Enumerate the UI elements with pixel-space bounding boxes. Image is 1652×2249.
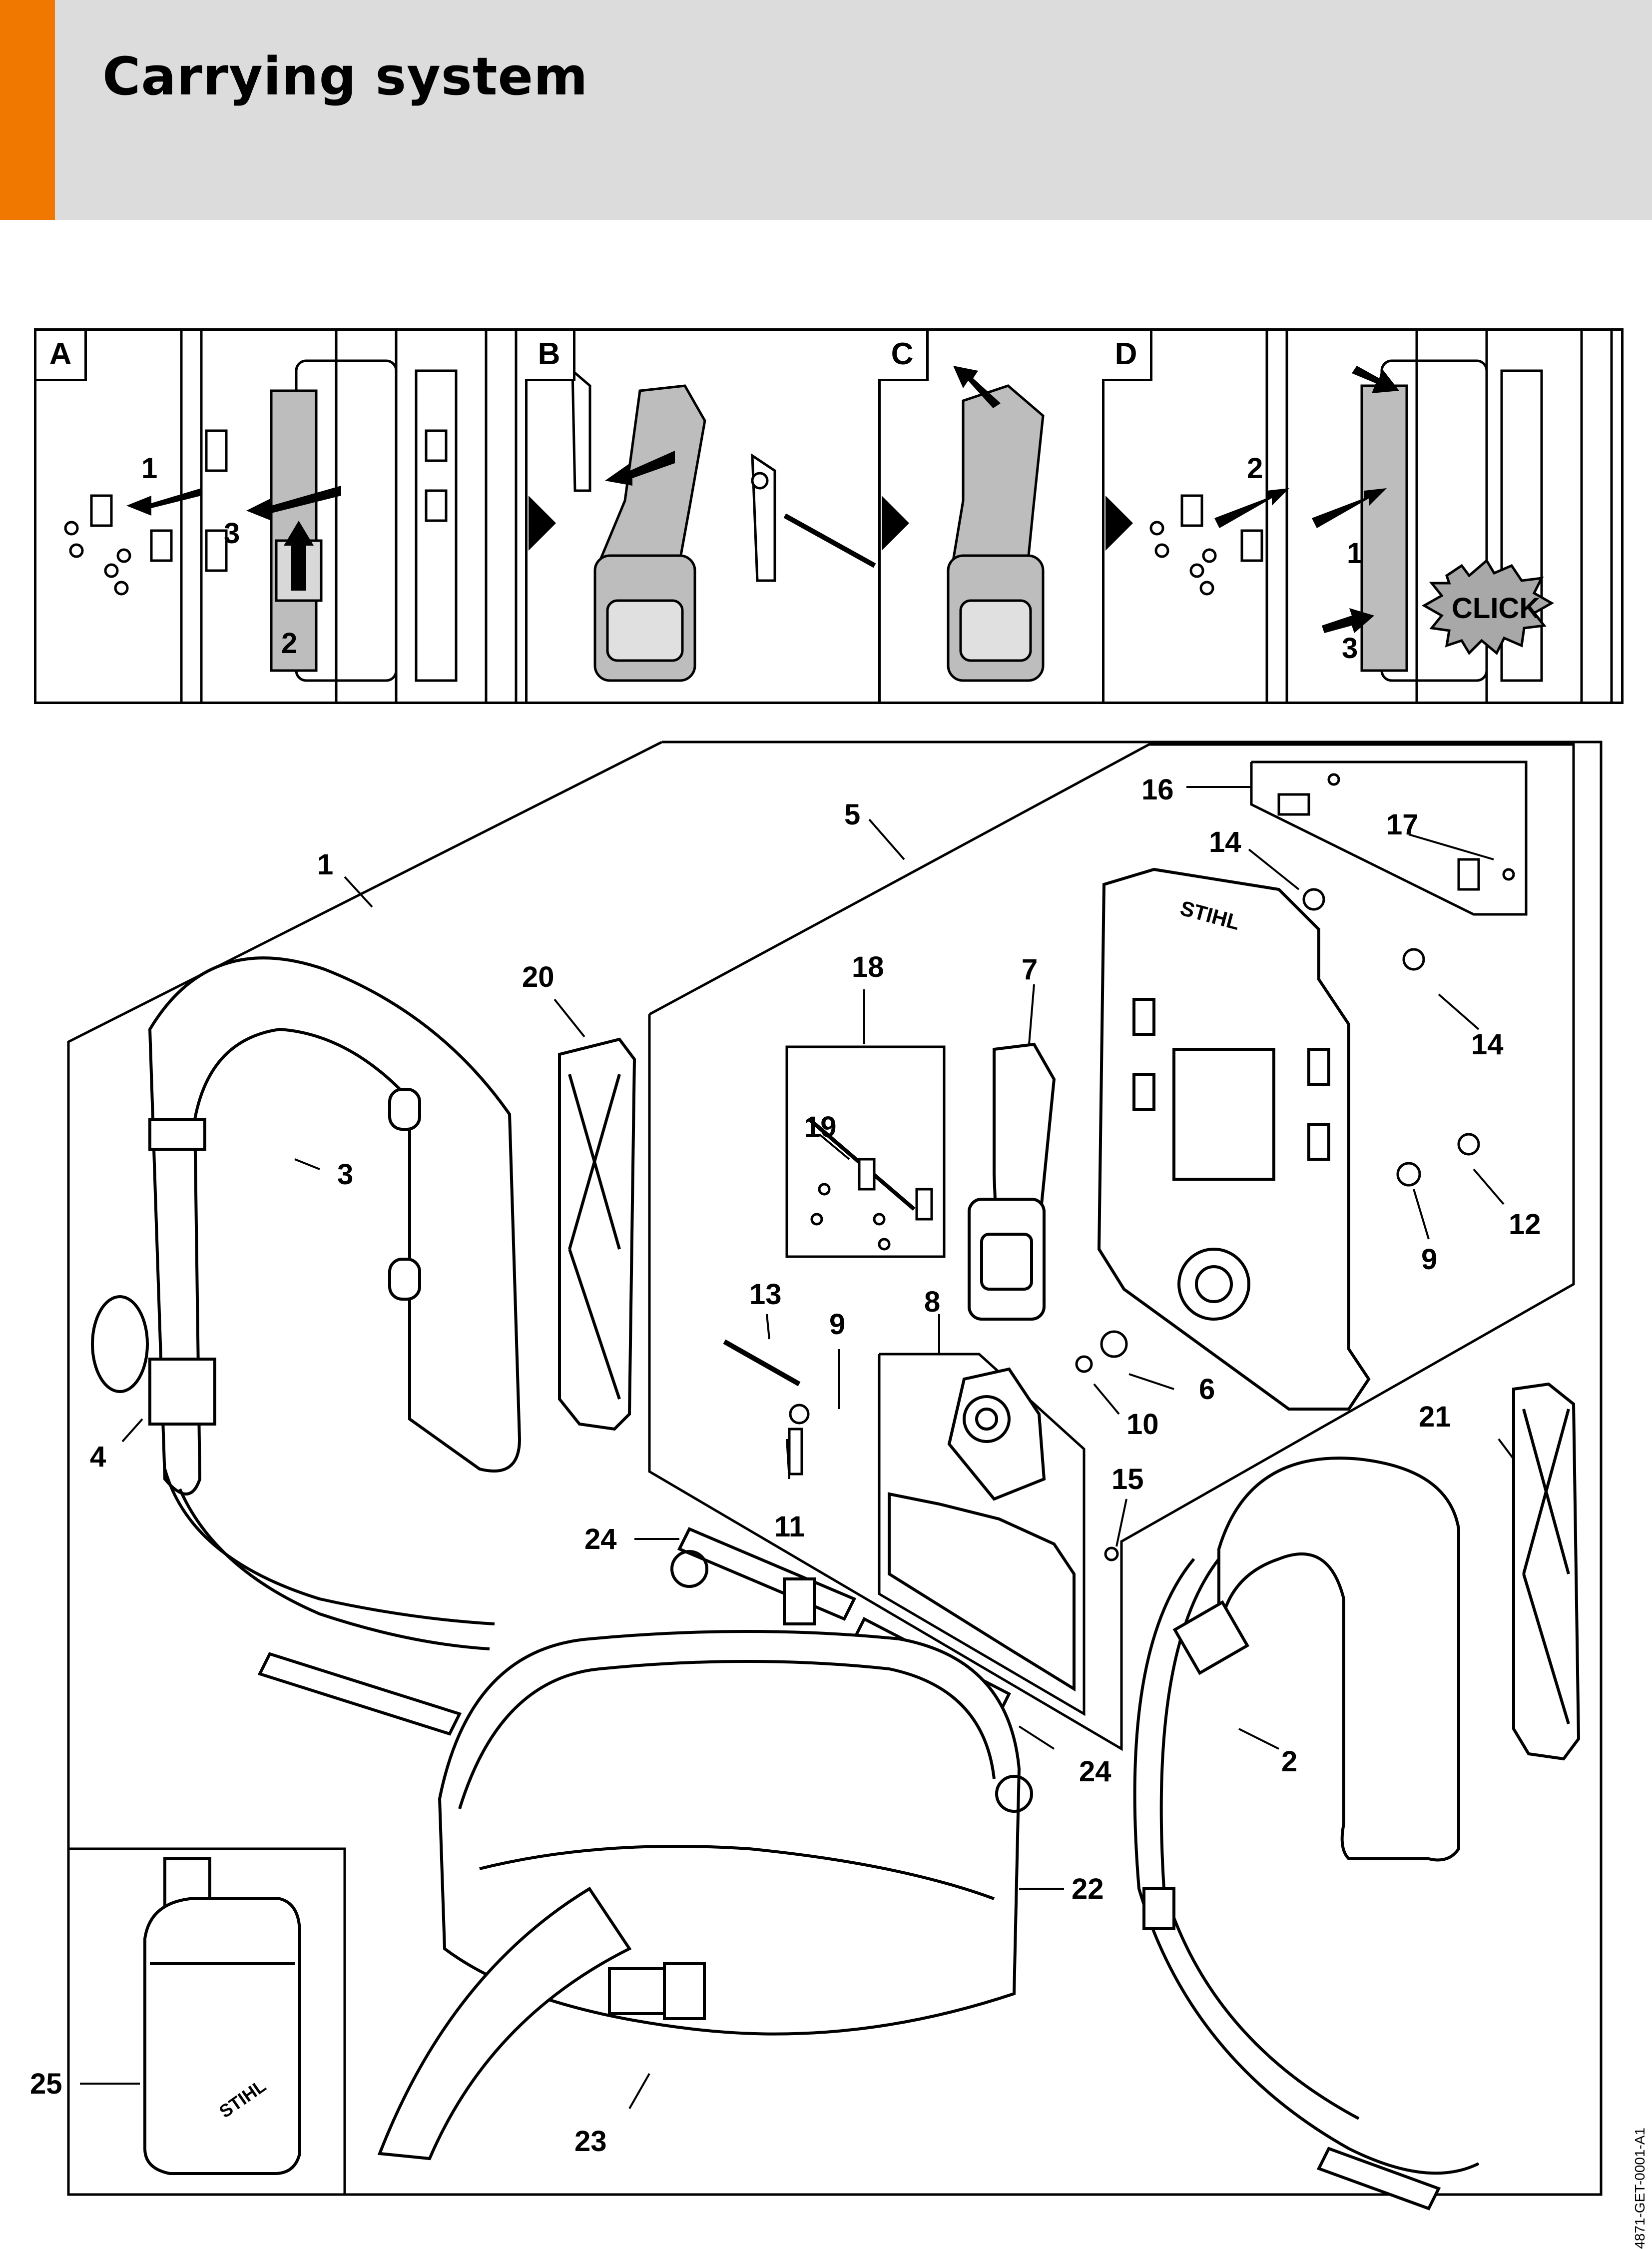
callout-7: 7 — [1022, 953, 1038, 986]
kit-box-18-19 — [785, 1045, 946, 1258]
callout-2: 2 — [1281, 1745, 1297, 1778]
panel-letter-a: A — [36, 331, 87, 381]
callout-6: 6 — [1199, 1373, 1215, 1406]
rail-left — [558, 1037, 636, 1431]
callout-5: 5 — [844, 798, 860, 831]
callout-9a: 9 — [829, 1308, 845, 1341]
back-plate: STIHL — [1097, 867, 1371, 1411]
step-panels: A 1 3 2 B — [34, 328, 1624, 704]
tool-pouch: STIHL — [143, 1857, 301, 2175]
header-band — [0, 0, 1652, 220]
shoulder-strap-right — [1133, 1457, 1480, 2211]
callout-14a: 14 — [1209, 826, 1241, 858]
panel-a-illustration: 1 3 2 — [64, 331, 518, 702]
step-pointer-c — [882, 496, 909, 551]
callout-21: 21 — [1419, 1401, 1451, 1433]
callout-16: 16 — [1141, 773, 1174, 806]
panel-letter-d: D — [1102, 331, 1152, 381]
step-pointer-d — [1105, 496, 1133, 551]
callout-a-2: 2 — [281, 627, 297, 660]
callout-8: 8 — [924, 1286, 940, 1318]
callout-14b: 14 — [1471, 1028, 1504, 1061]
callout-10: 10 — [1126, 1408, 1159, 1441]
callout-a-3: 3 — [224, 517, 240, 550]
group-5-outline — [648, 743, 1575, 1751]
step-pointer-b — [529, 496, 556, 551]
callout-1: 1 — [317, 848, 333, 881]
callout-12: 12 — [1509, 1208, 1541, 1241]
panel-c: C — [878, 331, 1104, 702]
callout-3: 3 — [337, 1158, 353, 1191]
page-title: Carrying system — [102, 46, 588, 107]
callout-d-3: 3 — [1342, 632, 1358, 665]
panel-d: D CLICK 2 1 3 — [1102, 331, 1621, 702]
callout-11: 11 — [774, 1510, 805, 1543]
kit-box-16-17 — [1250, 760, 1528, 916]
callout-24b: 24 — [1079, 1755, 1111, 1788]
group-8-outline — [878, 1353, 1086, 1716]
click-label: CLICK — [1452, 592, 1540, 625]
callout-25: 25 — [30, 2068, 62, 2100]
panel-b-illustration — [571, 368, 876, 682]
panel-c-illustration — [947, 366, 1045, 682]
callout-4: 4 — [90, 1441, 106, 1473]
callout-a-1: 1 — [141, 452, 157, 485]
panel-d-illustration: CLICK 2 1 3 — [1149, 331, 1613, 702]
panel-a: A 1 3 2 — [36, 331, 528, 702]
callout-15: 15 — [1111, 1463, 1144, 1496]
callout-19: 19 — [804, 1111, 837, 1143]
callout-d-2: 2 — [1247, 452, 1263, 485]
callout-d-1: 1 — [1347, 537, 1363, 570]
shoulder-strap-left — [91, 956, 522, 1736]
callout-20: 20 — [522, 961, 554, 993]
panel-letter-c: C — [878, 331, 929, 381]
accent-bar — [0, 0, 55, 220]
drawing-reference: 4871-GET-0001-A1 — [1632, 2128, 1648, 2249]
callout-22: 22 — [1072, 1873, 1104, 1905]
hinge-bracket — [888, 1367, 1076, 1692]
panel-b: B — [525, 331, 881, 702]
panel-letter-b: B — [525, 331, 575, 381]
callout-23: 23 — [574, 2125, 607, 2158]
callout-24a: 24 — [584, 1523, 617, 1555]
callout-13: 13 — [749, 1278, 782, 1311]
locking-lever — [968, 1042, 1056, 1321]
callout-9b: 9 — [1421, 1243, 1437, 1276]
group-1-outline-inner — [67, 1042, 346, 2195]
rail-right — [1512, 1382, 1581, 1761]
callout-17: 17 — [1386, 808, 1419, 841]
callout-18: 18 — [852, 951, 884, 983]
hip-belt — [377, 1550, 1033, 2161]
